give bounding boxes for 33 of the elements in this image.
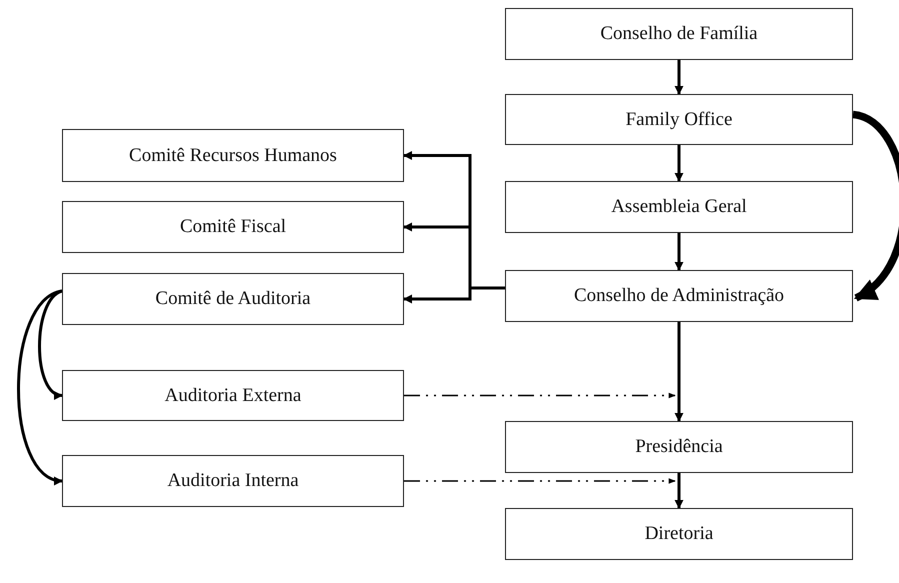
org-box [505,270,853,322]
box-label: Diretoria [644,523,714,545]
box-label: Comitê de Auditoria [155,288,311,310]
org-box [62,129,404,182]
arrow [674,322,684,422]
box-label: Comitê Fiscal [180,216,286,238]
arrow [674,60,684,95]
box-label: Auditoria Interna [167,470,299,492]
arrow [403,286,505,304]
arrow [852,110,899,302]
org-box [505,94,853,145]
box-label: Assembleia Geral [611,196,747,218]
arrow [674,233,684,271]
arrow [38,290,63,398]
box-label: Presidência [635,436,723,458]
box-label: Comitê Recursos Humanos [129,144,337,166]
org-box [62,273,404,325]
org-box [505,508,853,560]
org-box [62,201,404,253]
org-box [62,455,404,507]
org-box [505,8,853,60]
box-label: Conselho de Administração [574,285,784,307]
arrow [674,473,684,509]
box-label: Family Office [626,108,732,130]
org-box [505,421,853,473]
dash-dot-arrow [404,392,676,398]
arrow [17,290,63,484]
arrow [674,145,684,182]
org-box [62,370,404,421]
org-box [505,181,853,233]
box-label: Auditoria Externa [164,384,302,406]
dash-dot-arrow [404,478,676,484]
box-label: Conselho de Família [600,23,758,45]
